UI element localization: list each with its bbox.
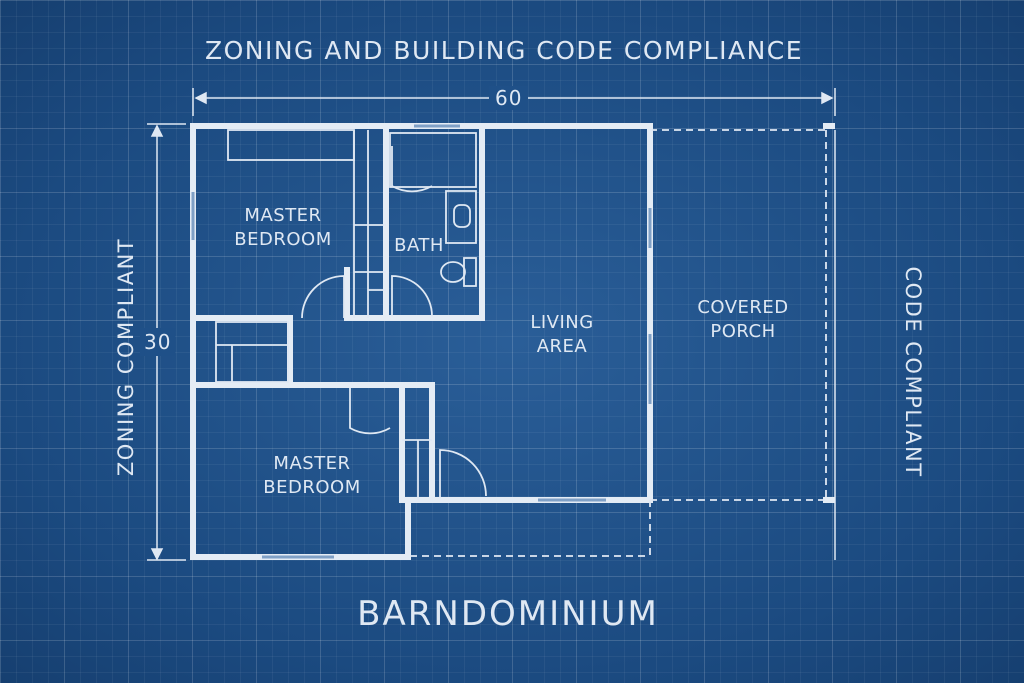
room-label-line: AREA [536,336,588,357]
toilet-tank-icon [463,257,477,287]
room-label-master-bedroom-bottom: MASTER BEDROOM [252,452,372,500]
door-swings [301,146,487,498]
depth-arrow-top [150,124,164,137]
vanity-outline [445,190,477,244]
drawing-heading: ZONING AND BUILDING CODE COMPLIANCE [204,36,804,65]
shower-door-icon [391,146,433,193]
room-label-living-area: LIVING AREA [502,311,622,359]
room-label-line: LIVING [530,312,594,333]
room-label-line: MASTER [273,453,351,474]
width-dimension-label: 60 [489,86,529,110]
windows [191,124,652,559]
depth-dimension-label: 30 [140,328,176,356]
dimension-lines [147,88,836,561]
room-label-covered-porch: COVERED PORCH [683,296,803,344]
walls [190,123,835,560]
hall-cabinet [215,321,289,383]
shower-outline [389,132,477,188]
entry-door-icon [439,449,487,498]
room-label-master-bedroom-top: MASTER BEDROOM [223,204,343,252]
toilet-bowl-icon [440,261,466,283]
bath-door-icon [391,275,433,317]
sink-icon [453,204,471,228]
interior-details [215,129,827,557]
closet-shelf [227,129,355,161]
code-compliant-label: CODE COMPLIANT [901,266,925,478]
depth-arrow-bottom [150,548,164,561]
room-label-line: BATH [394,235,444,256]
bedroom-door-icon [301,275,345,319]
room-label-line: PORCH [710,321,776,342]
room-label-bath: BATH [387,234,451,258]
zoning-compliant-label: ZONING COMPLIANT [114,237,138,477]
room-label-line: BEDROOM [263,477,361,498]
width-arrow-left [194,91,207,105]
room-label-line: MASTER [244,205,322,226]
room-label-line: COVERED [697,297,789,318]
drawing-title: BARNDOMINIUM [357,594,659,634]
bedroom-bottom-door-icon [349,388,391,435]
width-arrow-right [821,91,834,105]
room-label-line: BEDROOM [234,229,332,250]
